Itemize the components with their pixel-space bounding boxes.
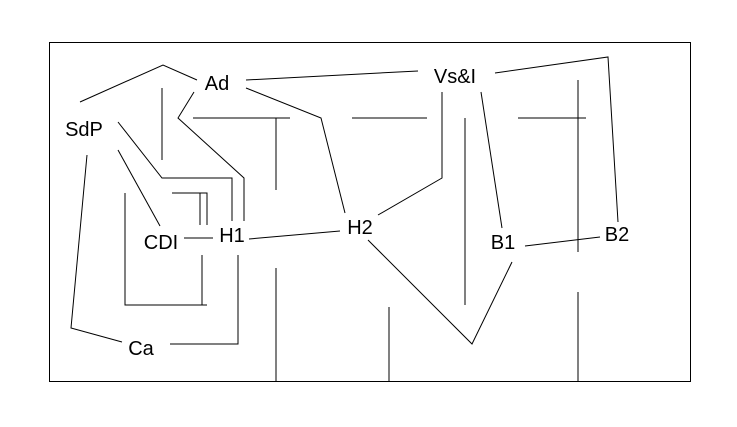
diagram-frame [49,42,691,382]
node-h2: H2 [347,217,373,239]
wall-segment [172,192,208,225]
edge-ad-vsi [245,70,419,81]
edge-h1-ca [170,255,239,345]
node-sdp: SdP [65,119,103,141]
node-h1: H1 [219,225,245,247]
edge-vsi-b1 [480,91,503,229]
edge-ad-h1 [177,91,245,221]
edge-b1-b2 [524,236,601,247]
edge-h1-h2 [248,230,341,240]
wall-segment [124,193,207,306]
edge-sdp-ad [79,64,198,103]
node-cdi: CDI [144,232,178,254]
node-b2: B2 [605,224,629,246]
edge-sdp-ca [70,154,123,343]
edge-sdp-h1 [117,121,233,221]
node-ad: Ad [205,73,229,95]
node-vsi: Vs&I [434,66,476,88]
node-b1: B1 [491,232,515,254]
edge-h2-b1 [367,239,513,345]
edge-ad-h2 [245,87,346,214]
edge-sdp-cdi [117,149,161,227]
node-ca: Ca [128,338,154,360]
edge-vsi-b2 [494,56,619,223]
edge-vsi-h2 [377,92,443,216]
